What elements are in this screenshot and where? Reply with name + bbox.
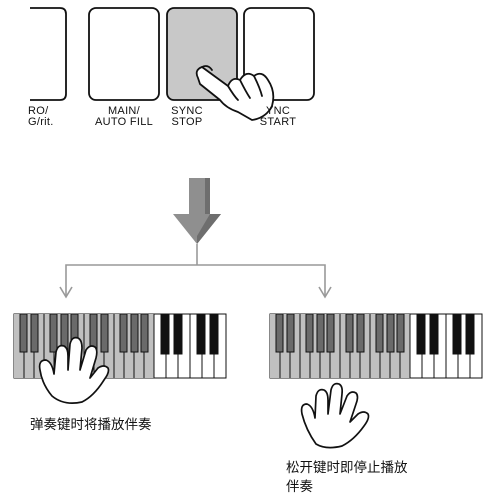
pressing-finger-hand-icon xyxy=(195,65,275,121)
sync-stop-button xyxy=(166,7,238,101)
branch-connector xyxy=(59,244,332,299)
down-arrow-icon xyxy=(173,178,221,244)
main-autofill-label: MAIN/ AUTO FILL xyxy=(79,106,169,128)
left-caption: 弹奏键时将播放伴奏 xyxy=(30,417,152,433)
intro-ending-button xyxy=(30,7,67,101)
intro-ending-label-line2: G/rit. xyxy=(28,116,54,128)
right-keyboard xyxy=(269,313,483,379)
released-hand-icon xyxy=(300,382,370,449)
right-black-keys xyxy=(275,313,405,353)
main-autofill-button xyxy=(88,7,160,101)
intro-ending-label: RO/ G/rit. xyxy=(28,106,68,128)
main-autofill-label-line1: MAIN/ xyxy=(107,105,141,117)
sync-stop-label-line1: SYNC xyxy=(171,105,203,117)
intro-ending-label-line1: RO/ xyxy=(28,105,49,117)
main-autofill-label-line2: AUTO FILL xyxy=(94,116,154,128)
right-caption-line1: 松开键时即停止播放 xyxy=(286,460,408,476)
right-caption: 松开键时即停止播放 伴奏 xyxy=(286,459,408,497)
sync-start-label: YNC START xyxy=(254,106,302,128)
right-black-keys-unlit xyxy=(416,313,475,355)
left-black-keys-unlit xyxy=(160,313,219,355)
right-caption-line2: 伴奏 xyxy=(286,479,313,495)
hand-on-keys-icon xyxy=(38,336,110,404)
sync-start-label-line2: START xyxy=(259,116,297,128)
sync-start-label-line1: YNC xyxy=(265,105,291,117)
sync-stop-label-line2: STOP xyxy=(171,116,203,128)
sync-stop-label: SYNC STOP xyxy=(167,106,207,128)
